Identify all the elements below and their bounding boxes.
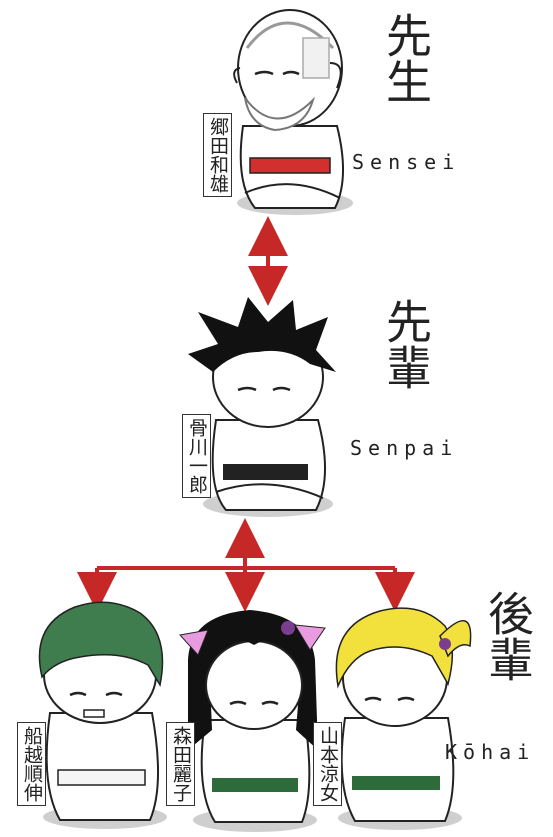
sensei-romaji-label: Sensei bbox=[352, 150, 461, 174]
kohai-kanji-title: 後輩 bbox=[481, 590, 535, 682]
senpai-romaji-label: Senpai bbox=[350, 436, 459, 460]
kohai-figure-blonde-hair bbox=[335, 607, 472, 830]
sensei-figure bbox=[233, 9, 353, 215]
sensei-kanji-title: 先生 bbox=[379, 12, 433, 104]
senpai-kanji-title: 先輩 bbox=[379, 298, 433, 390]
kohai-nameplate-1: 船越順伸 bbox=[17, 722, 46, 806]
senpai-nameplate: 骨川一郎 bbox=[182, 414, 211, 498]
sensei-nameplate: 郷田和雄 bbox=[203, 113, 232, 197]
kohai-nameplate-3: 山本涼女 bbox=[313, 722, 342, 806]
kohai-figure-green-hair bbox=[38, 601, 167, 829]
kohai-figure-black-hair bbox=[179, 610, 326, 832]
kohai-nameplate-2: 森田麗子 bbox=[166, 722, 195, 806]
kohai-romaji-label: Kōhai bbox=[445, 740, 536, 764]
senpai-figure bbox=[188, 297, 336, 517]
